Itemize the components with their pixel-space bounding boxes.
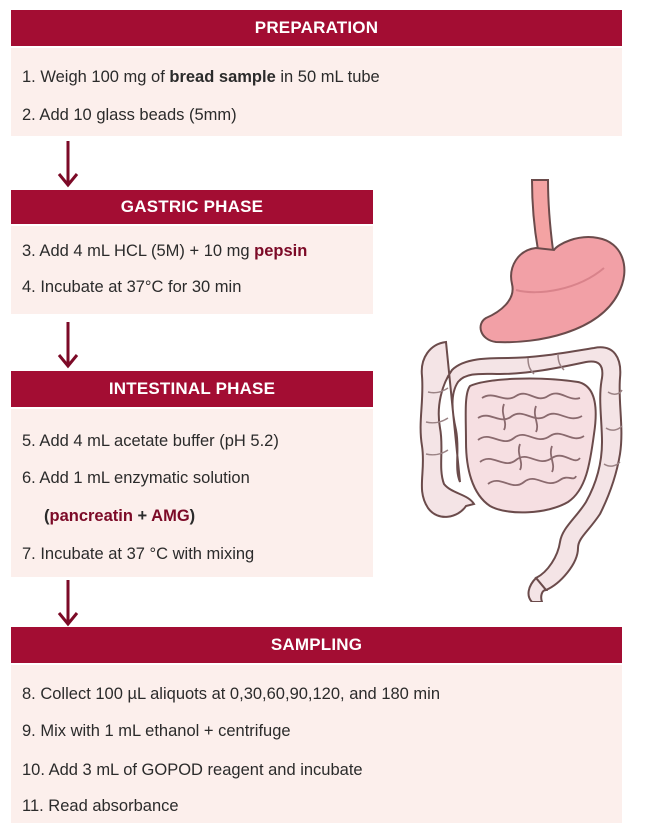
intestinal-step-5: 5. Add 4 mL acetate buffer (pH 5.2)	[22, 431, 279, 451]
digestive-system-icon	[408, 172, 648, 602]
down-arrow-icon	[56, 320, 80, 370]
bread-sample-text: bread sample	[169, 68, 275, 86]
preparation-header: PREPARATION	[11, 10, 622, 46]
pepsin-text: pepsin	[254, 242, 307, 260]
gastric-step-4: 4. Incubate at 37°C for 30 min	[22, 277, 241, 297]
gastric-header: GASTRIC PHASE	[11, 190, 373, 224]
sampling-step-11: 11. Read absorbance	[22, 796, 179, 816]
preparation-step-1: 1. Weigh 100 mg of bread sample in 50 mL…	[22, 67, 380, 87]
intestinal-title: INTESTINAL PHASE	[109, 379, 275, 399]
sampling-header: SAMPLING	[11, 627, 622, 663]
sampling-title: SAMPLING	[271, 635, 362, 655]
sampling-step-10: 10. Add 3 mL of GOPOD reagent and incuba…	[22, 760, 363, 780]
preparation-step-2: 2. Add 10 glass beads (5mm)	[22, 105, 237, 125]
intestinal-header: INTESTINAL PHASE	[11, 371, 373, 407]
intestinal-step-6-enzymes: (pancreatin + AMG)	[44, 506, 195, 526]
amg-text: AMG	[151, 507, 190, 525]
preparation-panel: 1. Weigh 100 mg of bread sample in 50 mL…	[11, 48, 622, 136]
sampling-panel: 8. Collect 100 µL aliquots at 0,30,60,90…	[11, 665, 622, 823]
sampling-step-9: 9. Mix with 1 mL ethanol + centrifuge	[22, 721, 291, 741]
intestinal-step-7: 7. Incubate at 37 °C with mixing	[22, 544, 254, 564]
preparation-title: PREPARATION	[255, 18, 378, 38]
gastric-title: GASTRIC PHASE	[121, 197, 263, 217]
sampling-step-8: 8. Collect 100 µL aliquots at 0,30,60,90…	[22, 684, 440, 704]
down-arrow-icon	[56, 578, 80, 628]
intestinal-step-6: 6. Add 1 mL enzymatic solution	[22, 468, 250, 488]
pancreatin-text: pancreatin	[50, 507, 133, 525]
down-arrow-icon	[56, 139, 80, 189]
intestinal-panel: 5. Add 4 mL acetate buffer (pH 5.2) 6. A…	[11, 409, 373, 577]
gastric-panel: 3. Add 4 mL HCL (5M) + 10 mg pepsin 4. I…	[11, 226, 373, 314]
gastric-step-3: 3. Add 4 mL HCL (5M) + 10 mg pepsin	[22, 241, 307, 261]
